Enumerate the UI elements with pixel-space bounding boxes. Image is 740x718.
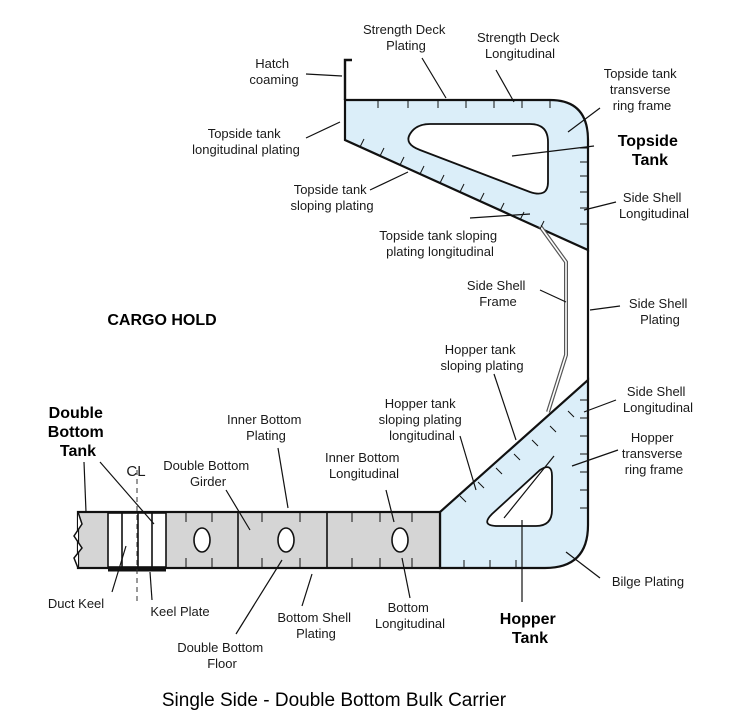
- hull-structure: [73, 58, 590, 605]
- figure-caption: Single Side - Double Bottom Bulk Carrier: [162, 690, 507, 711]
- label-side-shell-frame: Side Shell Frame: [467, 278, 529, 309]
- label-side-shell-longitudinal-lower: Side Shell Longitudinal: [623, 384, 693, 415]
- hopper-tank: [438, 377, 590, 570]
- label-topside-tank-sloping-plating-longitudinal: Topside tank sloping plating longitudina…: [379, 228, 500, 259]
- label-topside-tank-longitudinal-plating: Topside tank longitudinal plating: [192, 126, 300, 157]
- label-strength-deck-longitudinal: Strength Deck Longitudinal: [477, 30, 563, 61]
- hopper-bottom-longitudinals: [463, 560, 517, 568]
- hopper-tank-lightening-hole: [486, 466, 553, 527]
- side-shell-frame: [538, 224, 568, 413]
- label-topside-tank-transverse-ring-frame: Topside tank transverse ring frame: [604, 66, 681, 113]
- bottom-longitudinals: [185, 512, 413, 568]
- hatch-coaming: [343, 58, 352, 100]
- topside-slope-longitudinals: [359, 138, 545, 230]
- label-hatch-coaming: Hatch coaming: [249, 56, 298, 87]
- label-centreline: CL: [126, 463, 145, 480]
- label-side-shell-plating: Side Shell Plating: [629, 296, 691, 327]
- label-double-bottom-floor: Double Bottom Floor: [177, 640, 267, 671]
- label-keel-plate: Keel Plate: [150, 604, 209, 619]
- label-hopper-tank-sloping-plating-longitudinal: Hopper tank sloping plating longitudinal: [379, 396, 466, 443]
- floor-lightening-hole-2: [277, 527, 295, 553]
- hopper-slope-longitudinals: [459, 410, 575, 503]
- duct-keel-space: [107, 512, 167, 568]
- label-double-bottom-girder: Double Bottom Girder: [163, 458, 253, 489]
- floor-lightening-hole-1: [193, 527, 211, 553]
- deck-longitudinals: [377, 100, 551, 108]
- label-duct-keel: Duct Keel: [48, 596, 104, 611]
- label-strength-deck-plating: Strength Deck Plating: [363, 22, 449, 53]
- label-side-shell-longitudinal-upper: Side Shell Longitudinal: [619, 190, 689, 221]
- label-topside-tank-sloping-plating: Topside tank sloping plating: [290, 182, 373, 213]
- label-hopper-tank-title: Hopper Tank: [500, 611, 560, 647]
- label-cargo-hold: CARGO HOLD: [107, 312, 216, 329]
- label-hopper-transverse-ring-frame: Hopper transverse ring frame: [622, 430, 686, 477]
- label-bilge-plating: Bilge Plating: [612, 574, 684, 589]
- label-bottom-shell-plating: Bottom Shell Plating: [277, 610, 354, 641]
- labels: Strength Deck Plating Strength Deck Long…: [48, 22, 693, 711]
- label-inner-bottom-longitudinal: Inner Bottom Longitudinal: [325, 450, 403, 481]
- section-break: [73, 511, 83, 569]
- leader-lines: [83, 57, 621, 635]
- side-longitudinals-lower: [580, 399, 588, 509]
- label-topside-tank-title: Topside Tank: [618, 133, 683, 169]
- label-inner-bottom-plating: Inner Bottom Plating: [227, 412, 305, 443]
- floor-lightening-hole-3: [391, 527, 409, 553]
- label-hopper-tank-sloping-plating: Hopper tank sloping plating: [440, 342, 523, 373]
- label-double-bottom-tank: Double Bottom Tank: [48, 405, 108, 460]
- topside-tank-lightening-hole: [407, 123, 549, 195]
- label-bottom-longitudinal: Bottom Longitudinal: [375, 600, 445, 631]
